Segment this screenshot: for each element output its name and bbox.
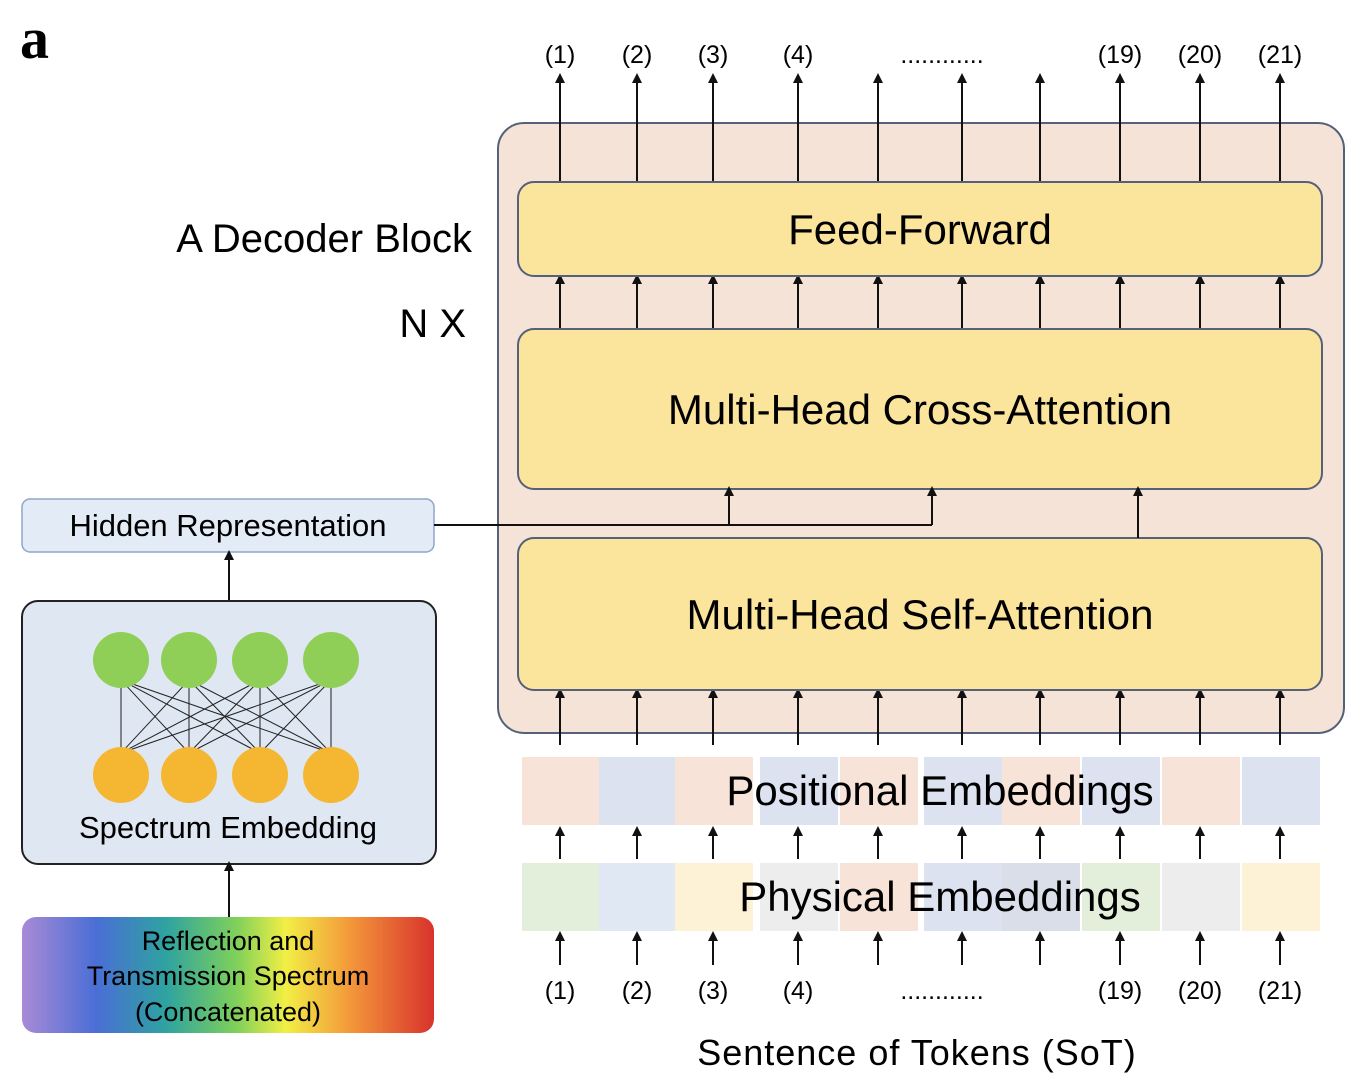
token-label: (3) xyxy=(698,977,729,1005)
spectrum-input-line-3: (Concatenated) xyxy=(135,997,321,1027)
panel-label: a xyxy=(20,6,49,71)
positional-embedding-cell xyxy=(599,757,677,825)
token-label: (3) xyxy=(698,41,729,69)
output-token-labels: (1) (2) (3) (4)............ (19) (20) (21) xyxy=(545,41,1303,69)
spectrum-input-line-1: Reflection and xyxy=(142,926,315,956)
physical-embedding-cell xyxy=(1162,863,1240,931)
cross-attention-label: Multi-Head Cross-Attention xyxy=(668,386,1172,433)
physical-embedding-cell xyxy=(1002,863,1080,931)
token-label: ............ xyxy=(900,41,983,69)
token-label: (19) xyxy=(1098,977,1142,1005)
token-label: (20) xyxy=(1178,41,1222,69)
network-edge xyxy=(120,679,332,754)
network-edge xyxy=(120,679,190,754)
positional-embedding-cell xyxy=(1242,757,1320,825)
physical-embedding-cell xyxy=(1082,863,1160,931)
positional-embedding-cell xyxy=(840,757,918,825)
token-label: (1) xyxy=(545,977,576,1005)
token-label: (4) xyxy=(783,41,814,69)
physical-embedding-cell xyxy=(840,863,918,931)
positional-embedding-cell xyxy=(924,757,1002,825)
physical-embedding-cell xyxy=(760,863,838,931)
physical-embeddings-row xyxy=(522,863,1320,931)
token-label: (1) xyxy=(545,41,576,69)
network-input-node xyxy=(303,747,359,803)
physical-embeddings-label: Physical Embeddings xyxy=(739,873,1141,920)
self-attention-layer xyxy=(517,537,1323,691)
positional-embedding-cell xyxy=(1002,757,1080,825)
physical-embedding-cell xyxy=(599,863,677,931)
network-output-node xyxy=(303,632,359,688)
hidden-representation-label: Hidden Representation xyxy=(69,508,386,543)
feed-forward-layer xyxy=(517,181,1323,277)
input-token-labels: (1) (2) (3) (4)............ (19) (20) (21) xyxy=(545,977,1303,1005)
spectrum-input-line-2: Transmission Spectrum xyxy=(87,961,370,991)
network-input-node xyxy=(161,747,217,803)
token-label: (21) xyxy=(1258,41,1302,69)
decoder-repeat-label: N X xyxy=(399,302,466,346)
network-output-node xyxy=(93,632,149,688)
self-attention-label: Multi-Head Self-Attention xyxy=(687,591,1154,638)
network-input-node xyxy=(93,747,149,803)
physical-embedding-cell xyxy=(924,863,1002,931)
network-output-node xyxy=(161,632,217,688)
physical-embedding-cell xyxy=(522,863,600,931)
positional-embedding-cell xyxy=(760,757,838,825)
token-label: (2) xyxy=(622,977,653,1005)
positional-embedding-cell xyxy=(1082,757,1160,825)
positional-embedding-cell xyxy=(522,757,600,825)
token-label: (20) xyxy=(1178,977,1222,1005)
network-input-node xyxy=(232,747,288,803)
token-label: (21) xyxy=(1258,977,1302,1005)
network-edge xyxy=(188,679,332,754)
physical-embedding-cell xyxy=(675,863,753,931)
network-edge xyxy=(120,679,261,754)
token-label: (19) xyxy=(1098,41,1142,69)
token-arrows xyxy=(555,73,1285,965)
positional-embeddings-row xyxy=(522,757,1320,825)
network-output-node xyxy=(232,632,288,688)
spectrum-embedding-label: Spectrum Embedding xyxy=(79,810,377,845)
decoder-block-title: A Decoder Block xyxy=(176,217,473,261)
neural-network-graphic xyxy=(93,632,359,803)
positional-embedding-cell xyxy=(1162,757,1240,825)
token-label: ............ xyxy=(900,977,983,1005)
cross-attention-layer xyxy=(517,328,1323,490)
positional-embedding-cell xyxy=(675,757,753,825)
physical-embedding-cell xyxy=(1242,863,1320,931)
network-edge xyxy=(259,679,332,754)
positional-embeddings-label: Positional Embeddings xyxy=(726,767,1153,814)
spectrum-input-box xyxy=(22,917,434,1033)
token-label: (4) xyxy=(783,977,814,1005)
feed-forward-label: Feed-Forward xyxy=(788,206,1052,253)
token-label: (2) xyxy=(622,41,653,69)
sentence-of-tokens-label: Sentence of Tokens (SoT) xyxy=(697,1032,1137,1073)
